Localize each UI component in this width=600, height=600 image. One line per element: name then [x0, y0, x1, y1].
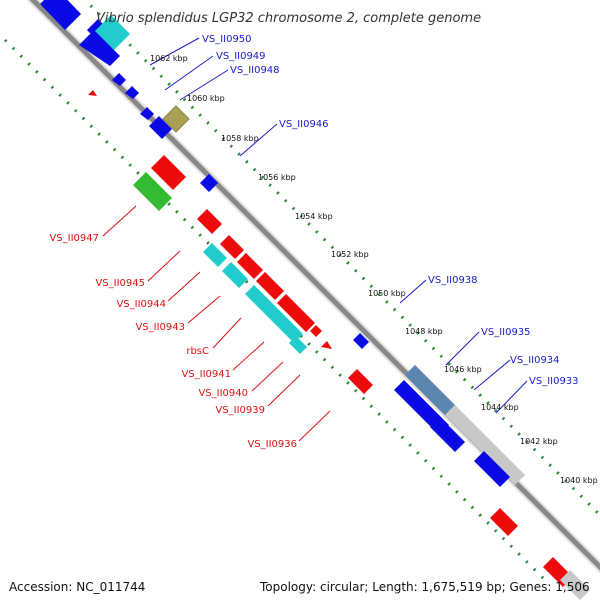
gene-feature: [490, 508, 518, 536]
forward-gene-labels: VS_II0950 VS_II0949 VS_II0948 VS_II0946 …: [202, 34, 579, 387]
gene-label: VS_II0938: [428, 275, 478, 286]
gene-label: VS_II0943: [135, 322, 185, 333]
gene-label: VS_II0935: [481, 327, 531, 338]
leader-line: [251, 361, 284, 392]
leader-line: [187, 295, 221, 324]
gene-feature: [112, 73, 126, 86]
gene-feature: [470, 430, 525, 485]
leader-line: [164, 55, 214, 91]
gene-feature: [79, 30, 120, 71]
gene-label: VS_II0939: [215, 405, 265, 416]
accession-label: Accession: NC_011744: [9, 580, 146, 594]
leader-line: [267, 374, 301, 407]
tick-label: 1042 kbp: [520, 437, 558, 446]
leader-line: [399, 279, 427, 304]
gene-feature: [149, 116, 172, 139]
gene-feature: [162, 105, 190, 133]
gene-feature: [197, 209, 222, 234]
leader-line: [473, 359, 511, 391]
reverse-gene-labels: VS_II0947 VS_II0945 VS_II0944 VS_II0943 …: [49, 233, 297, 450]
gene-feature: [200, 174, 218, 192]
leader-line: [179, 69, 229, 101]
tick-label: 1050 kbp: [368, 289, 406, 298]
gene-feature: [133, 172, 172, 211]
gene-feature: [474, 451, 510, 487]
gene-feature: [289, 336, 307, 354]
leader-line: [212, 317, 242, 349]
outer-dotted-guide: [3, 38, 550, 585]
gene-feature: [203, 243, 227, 267]
gene-feature: [220, 235, 244, 259]
gene-label: VS_II0936: [247, 439, 297, 450]
leader-line: [445, 331, 480, 366]
gene-label: VS_II0949: [216, 51, 266, 62]
gene-label: VS_II0950: [202, 34, 252, 45]
gene-feature: [277, 294, 315, 332]
gene-feature: [140, 107, 154, 120]
gene-feature: [405, 365, 455, 415]
topology-label: Topology: circular; Length: 1,675,519 bp…: [260, 580, 590, 594]
leader-line: [102, 205, 137, 237]
tick-label: 1040 kbp: [560, 476, 598, 485]
gene-label: rbsC: [186, 346, 209, 357]
tick-label: 1052 kbp: [331, 250, 369, 259]
leader-line: [167, 271, 201, 302]
gene-label: VS_II0940: [198, 388, 248, 399]
gene-label: VS_II0941: [181, 369, 231, 380]
map-title: Vibrio splendidus LGP32 chromosome 2, co…: [96, 11, 481, 26]
gene-feature: [88, 90, 97, 96]
leader-line: [298, 410, 331, 442]
gene-feature: [445, 405, 480, 440]
gene-feature: [256, 272, 284, 300]
forward-genes: [40, 0, 525, 487]
reverse-genes: [88, 90, 590, 600]
gene-feature: [125, 86, 139, 99]
leader-lines: [102, 37, 528, 442]
leader-line: [495, 380, 528, 414]
gene-feature: [430, 417, 465, 452]
gene-feature: [222, 262, 248, 288]
tick-label: 1048 kbp: [405, 327, 443, 336]
gene-feature: [321, 341, 332, 349]
gene-label: VS_II0933: [529, 376, 579, 387]
gene-label: VS_II0946: [279, 119, 329, 130]
tick-label: 1062 kbp: [150, 54, 188, 63]
gene-label: VS_II0934: [510, 355, 560, 366]
tick-label: 1060 kbp: [187, 94, 225, 103]
gene-label: VS_II0948: [230, 65, 280, 76]
gene-feature: [245, 285, 303, 343]
gene-label: VS_II0945: [95, 278, 145, 289]
leader-line: [149, 37, 200, 66]
leader-line: [147, 250, 181, 282]
gene-feature: [151, 155, 186, 190]
leader-line: [239, 123, 278, 157]
tick-label: 1054 kbp: [295, 212, 333, 221]
gene-feature: [560, 570, 590, 600]
tick-label: 1056 kbp: [258, 173, 296, 182]
gene-label: VS_II0944: [116, 299, 166, 310]
gene-feature: [237, 253, 263, 279]
gene-feature: [353, 333, 369, 349]
gene-feature: [394, 380, 449, 435]
gene-feature: [310, 325, 322, 337]
tick-labels: 1062 kbp 1060 kbp 1058 kbp 1056 kbp 1054…: [150, 54, 598, 485]
gene-label: VS_II0947: [49, 233, 99, 244]
gene-feature: [40, 0, 81, 30]
tick-label: 1046 kbp: [444, 365, 482, 374]
gene-feature: [93, 15, 130, 51]
tick-label: 1044 kbp: [481, 403, 519, 412]
leader-line: [232, 341, 265, 371]
tick-label: 1058 kbp: [221, 134, 259, 143]
gene-feature: [348, 369, 373, 394]
